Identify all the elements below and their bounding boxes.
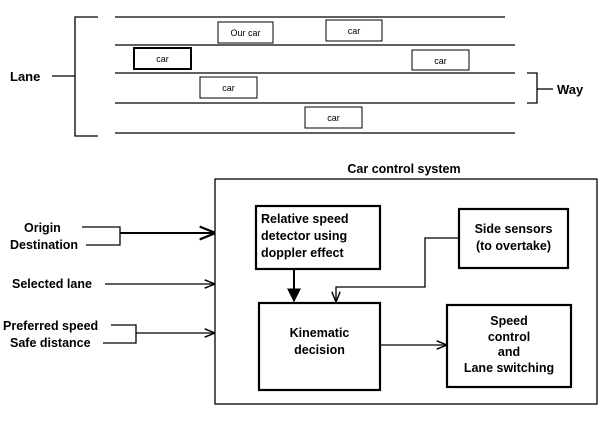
car-our-body [217, 21, 274, 44]
car-3-body [411, 49, 470, 71]
origin-destination-bracket [82, 226, 121, 246]
car-2-label: car [156, 54, 169, 64]
kinematic-line-1: Kinematic [290, 326, 350, 340]
car-our: Our car [217, 21, 274, 44]
sensors-to-kinematic-arrow [336, 237, 458, 301]
kinematic-line-2: decision [294, 343, 345, 357]
side-sensors-line-1: Side sensors [475, 222, 553, 236]
lane-bracket [74, 16, 98, 137]
input-destination: Destination [10, 238, 78, 252]
input-selected-lane: Selected lane [12, 277, 92, 291]
way-bracket [527, 72, 538, 104]
input-safe-distance: Safe distance [10, 336, 91, 350]
car-5: car [304, 106, 363, 129]
input-preferred-speed: Preferred speed [3, 319, 98, 333]
block-speed-detector-box [254, 204, 382, 271]
speed-control-line-2: control [488, 330, 530, 344]
block-kinematic-decision: Kinematic decision [257, 301, 382, 392]
car-our-label: Our car [230, 28, 260, 38]
car-4-label: car [222, 83, 235, 93]
speed-control-line-3: and [498, 345, 520, 359]
way-label: Way [557, 82, 584, 97]
car-3: car [411, 49, 470, 71]
speed-distance-bracket [103, 324, 137, 344]
detector-line-1: Relative speed [261, 212, 349, 226]
lane-label: Lane [10, 69, 40, 84]
car-1-body [325, 19, 383, 42]
car-2: car [133, 47, 192, 70]
road-section: Lane Way Our car car car car car car [10, 16, 584, 137]
control-system: Car control system Origin Destination Se… [3, 162, 598, 405]
car-1: car [325, 19, 383, 42]
car-1-label: car [348, 26, 361, 36]
input-origin: Origin [24, 221, 61, 235]
system-title: Car control system [347, 162, 460, 176]
car-3-label: car [434, 56, 447, 66]
speed-control-line-1: Speed [490, 314, 528, 328]
block-speed-control-box [445, 303, 573, 389]
speed-control-line-4: Lane switching [464, 361, 554, 375]
car-2-body [133, 47, 192, 70]
block-side-sensors: Side sensors (to overtake) [457, 207, 570, 270]
block-speed-detector: Relative speed detector using doppler ef… [254, 204, 382, 271]
block-kinematic-decision-box [257, 301, 382, 392]
car-5-label: car [327, 113, 340, 123]
detector-line-2: detector using [261, 229, 347, 243]
block-side-sensors-box [457, 207, 570, 270]
car-4-body [199, 76, 258, 99]
block-speed-control: Speed control and Lane switching [445, 303, 573, 389]
side-sensors-line-2: (to overtake) [476, 239, 551, 253]
car-5-body [304, 106, 363, 129]
car-4: car [199, 76, 258, 99]
detector-line-3: doppler effect [261, 246, 344, 260]
